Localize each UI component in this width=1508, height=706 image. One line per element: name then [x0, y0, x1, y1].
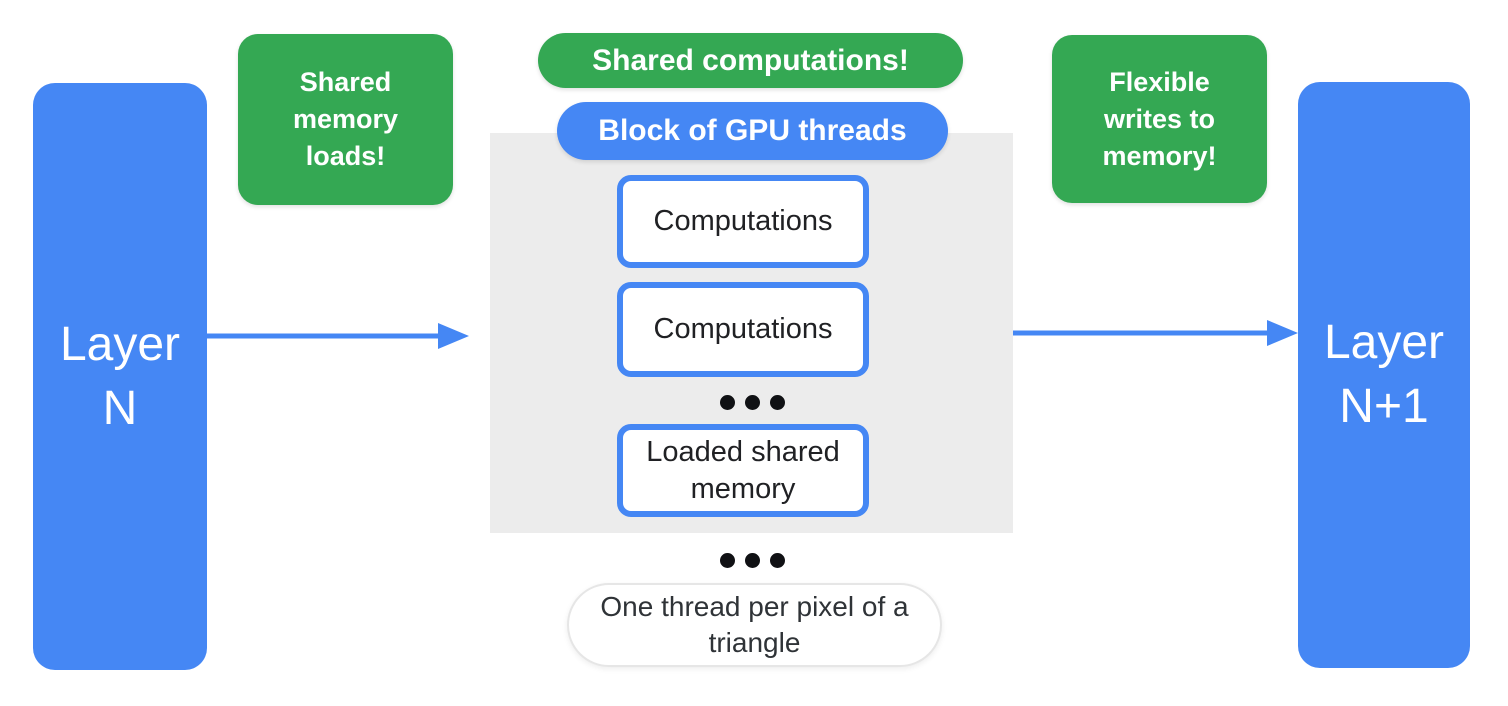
callout-shared-memory-loads: Shared memory loads!: [238, 34, 453, 205]
callout-shared-computations-label: Shared computations!: [592, 43, 909, 77]
arrow-right-icon: [1013, 320, 1298, 346]
dot-icon: [770, 553, 785, 568]
loaded-shared-memory-label: Loaded shared memory: [646, 435, 840, 505]
layer-n-plus-1-block: Layer N+1: [1298, 82, 1470, 668]
layer-n-plus-1-label-line1: Layer: [1323, 316, 1445, 369]
layer-n-block: Layer N: [33, 83, 207, 670]
layer-n-label-line1: Layer: [59, 317, 181, 371]
gpu-block-title-pill: Block of GPU threads: [557, 102, 948, 160]
computations-box-2-label: Computations: [653, 313, 833, 345]
dot-icon: [745, 553, 760, 568]
arrow-right-icon: [207, 323, 469, 349]
callout-flexible-writes-label: Flexible writes to memory!: [1102, 66, 1217, 171]
computations-box-2: Computations: [617, 282, 869, 377]
gpu-block-title-label: Block of GPU threads: [598, 114, 907, 147]
layer-n-plus-1-label-line2: N+1: [1339, 380, 1429, 433]
ellipsis-icon: [715, 395, 790, 410]
layer-n-label-line2: N: [102, 381, 138, 435]
dot-icon: [720, 553, 735, 568]
ellipsis-icon: [715, 553, 790, 568]
dot-icon: [745, 395, 760, 410]
dot-icon: [770, 395, 785, 410]
callout-flexible-writes: Flexible writes to memory!: [1052, 35, 1267, 203]
dot-icon: [720, 395, 735, 410]
thread-note-label: One thread per pixel of a triangle: [600, 591, 909, 658]
callout-shared-computations: Shared computations!: [538, 33, 963, 88]
callout-shared-memory-loads-label: Shared memory loads!: [292, 67, 399, 171]
computations-box-1-label: Computations: [653, 205, 833, 237]
thread-note-pill: One thread per pixel of a triangle: [567, 583, 942, 667]
loaded-shared-memory-box: Loaded shared memory: [617, 424, 869, 517]
computations-box-1: Computations: [617, 175, 869, 268]
